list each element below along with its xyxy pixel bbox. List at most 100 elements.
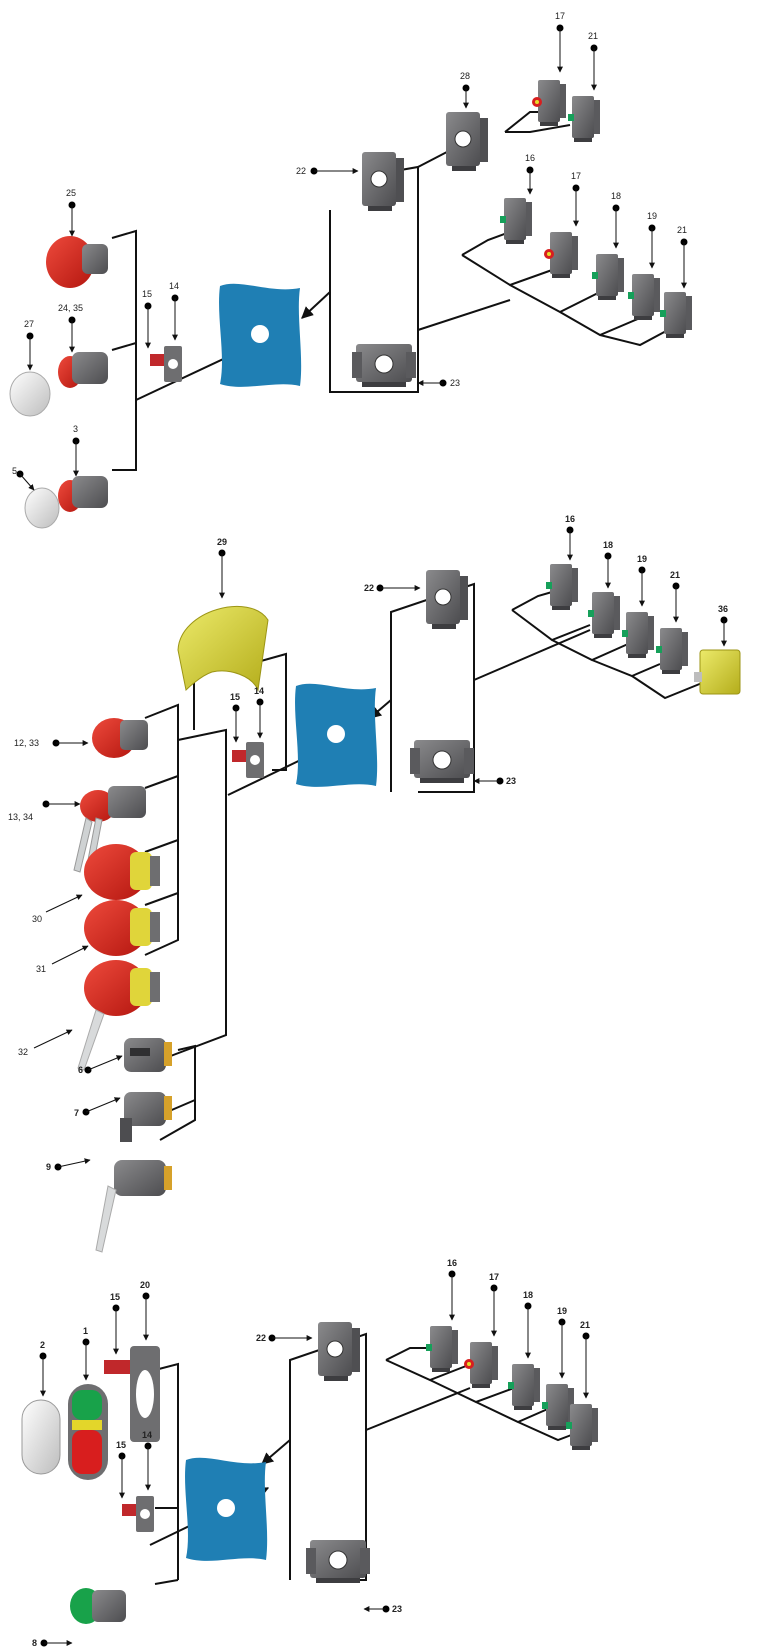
label-17: 17 (555, 11, 565, 21)
holder-22 (317, 1321, 361, 1382)
adapter-15-14 (122, 1496, 154, 1532)
contact-block-21 (660, 292, 692, 338)
label-22: 22 (256, 1333, 266, 1343)
label-1: 1 (83, 1326, 88, 1336)
emergency-stop-31 (84, 900, 160, 956)
diagram-2: 29 16 18 19 21 36 22 15 14 12, 33 13, 34… (8, 514, 741, 1253)
pushbutton-3 (58, 476, 108, 512)
label-21b: 21 (677, 225, 687, 235)
contact-block-18 (588, 592, 620, 638)
label-18: 18 (611, 191, 621, 201)
label-23: 23 (392, 1604, 402, 1614)
double-pushbutton-1 (68, 1384, 108, 1480)
holder-28 (445, 111, 489, 172)
label-12-33: 12, 33 (14, 738, 39, 748)
key-selector-9 (95, 1160, 172, 1253)
label-6: 6 (78, 1065, 83, 1075)
holder-22 (425, 569, 469, 630)
label-15: 15 (142, 289, 152, 299)
label-15: 15 (230, 692, 240, 702)
label-19: 19 (647, 211, 657, 221)
contact-block-17-top (532, 80, 566, 126)
label-14: 14 (254, 686, 264, 696)
label-15b: 15 (116, 1440, 126, 1450)
label-21: 21 (580, 1320, 590, 1330)
label-22: 22 (296, 166, 306, 176)
mushroom-button-12-33 (92, 718, 148, 758)
cap-27 (9, 371, 51, 417)
label-21: 21 (588, 31, 598, 41)
label-18: 18 (523, 1290, 533, 1300)
selector-switch-6 (124, 1038, 172, 1072)
label-16: 16 (565, 514, 575, 524)
label-13-34: 13, 34 (8, 812, 33, 822)
label-3: 3 (73, 424, 78, 434)
label-14: 14 (169, 281, 179, 291)
label-16: 16 (525, 153, 535, 163)
pushbutton-8 (70, 1588, 126, 1624)
emergency-stop-key-32 (77, 960, 160, 1071)
label-18: 18 (603, 540, 613, 550)
diagram-1: 17 21 28 22 16 17 18 19 21 25 24, 35 27 … (9, 11, 692, 529)
contact-block-16 (546, 564, 578, 610)
cap-5 (24, 487, 60, 529)
label-20: 20 (140, 1280, 150, 1290)
diagram-3-leaders (39, 1270, 590, 1647)
label-27: 27 (24, 319, 34, 329)
label-25: 25 (66, 188, 76, 198)
label-28: 28 (460, 71, 470, 81)
contact-block-18 (508, 1364, 540, 1410)
label-22: 22 (364, 583, 374, 593)
label-8: 8 (32, 1638, 37, 1648)
mounting-plate-blue (185, 1457, 268, 1561)
label-17b: 17 (571, 171, 581, 181)
label-7: 7 (74, 1108, 79, 1118)
lens-2 (21, 1399, 61, 1475)
adapter-15-14 (232, 742, 264, 778)
holder-23 (409, 739, 475, 784)
diagram-3: 16 17 18 19 21 15 20 22 1 2 15 14 23 8 (21, 1258, 598, 1648)
label-23: 23 (506, 776, 516, 786)
contact-block-21 (656, 628, 688, 674)
mounting-plate-blue (295, 683, 378, 787)
label-9: 9 (46, 1162, 51, 1172)
mounting-plate-blue (219, 283, 302, 387)
contact-block-21 (566, 1404, 598, 1450)
diagram-1-leaders (16, 24, 688, 491)
label-19: 19 (557, 1306, 567, 1316)
label-36: 36 (718, 604, 728, 614)
label-16: 16 (447, 1258, 457, 1268)
contact-block-16 (500, 198, 532, 244)
label-31: 31 (36, 964, 46, 974)
label-5: 5 (12, 466, 17, 476)
key-mushroom-13-34 (73, 786, 146, 873)
adapter-15-20 (104, 1346, 160, 1442)
holder-22 (361, 151, 405, 212)
contact-block-36 (694, 649, 741, 695)
adapter-15-14 (150, 346, 182, 382)
contact-block-19 (622, 612, 654, 658)
label-30: 30 (32, 914, 42, 924)
label-24-35: 24, 35 (58, 303, 83, 313)
contact-block-21-top (568, 96, 600, 142)
label-32: 32 (18, 1047, 28, 1057)
emergency-stop-30 (84, 844, 160, 900)
contact-block-18 (592, 254, 624, 300)
selector-switch-7 (120, 1092, 172, 1142)
label-19: 19 (637, 554, 647, 564)
holder-23 (351, 343, 417, 388)
shroud-29 (177, 606, 269, 692)
label-21: 21 (670, 570, 680, 580)
contact-block-17 (464, 1342, 498, 1388)
diagram-2-leaders (33, 526, 728, 1171)
label-23: 23 (450, 378, 460, 388)
label-29: 29 (217, 537, 227, 547)
label-14: 14 (142, 1430, 152, 1440)
contact-block-19 (628, 274, 660, 320)
holder-23 (305, 1539, 371, 1584)
label-2: 2 (40, 1340, 45, 1350)
label-17: 17 (489, 1272, 499, 1282)
mushroom-button-25 (46, 236, 108, 288)
label-15a: 15 (110, 1292, 120, 1302)
